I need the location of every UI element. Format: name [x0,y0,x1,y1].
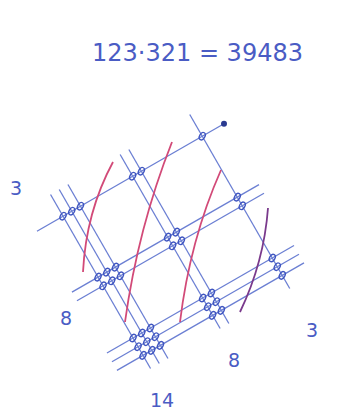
crossing-dot [238,201,247,211]
stick-line [190,114,290,288]
crossing-dot [107,276,116,286]
crossing-dot [129,333,138,343]
crossing-dot [99,281,108,291]
crossing-dot [273,262,282,272]
diagonal-sum: 3 [10,178,22,199]
crossing-dot [139,351,148,361]
crossing-dot [151,332,160,342]
crossing-dot [94,272,103,282]
place-separator [83,162,113,272]
crossing-dot [212,297,221,307]
stick-line [77,193,264,300]
crossing-dot [134,342,143,352]
crossing-dot [198,293,207,303]
crossing-dot [111,262,120,272]
diagonal-sum: 8 [228,350,240,371]
end-dot [221,121,227,127]
crossing-dot [102,267,111,277]
diagonal-sum: 14 [150,390,174,411]
stick-line [129,149,229,323]
equation-heading: 123·321 = 39483 [92,40,303,66]
place-separator [180,170,221,322]
stick-line [51,194,151,368]
crossing-dot [76,201,85,211]
place-separator [240,208,268,312]
crossing-dot [198,131,207,141]
crossing-dot [163,232,172,242]
crossing-dot [146,323,155,333]
crossing-dot [156,341,165,351]
crossing-dot [116,271,125,281]
stick-line [117,263,304,371]
crossing-dot [59,211,68,221]
place-separator [125,142,172,322]
diagonal-sum: 8 [60,308,72,329]
crossing-dot [147,346,156,356]
crossing-dot [268,253,277,263]
stick-line [120,154,220,328]
crossing-dot [168,241,177,251]
crossing-dot [207,288,216,298]
stick-line [37,124,224,232]
crossing-dot [203,302,212,312]
crossing-dot [142,337,151,347]
crossing-dot [278,271,287,281]
crossing-dot [137,166,146,176]
crossing-dot [233,192,242,202]
stick-line [112,254,299,362]
crossing-dot [217,306,226,316]
crossing-dot [67,206,76,216]
diagonal-sum: 3 [306,320,318,341]
stick-line [72,185,259,293]
crossing-dot [208,311,217,321]
crossing-dot [177,236,186,246]
crossing-dot [137,328,146,338]
crossing-dot [172,227,181,237]
stick-line [59,189,159,363]
crossing-dot [128,171,137,181]
